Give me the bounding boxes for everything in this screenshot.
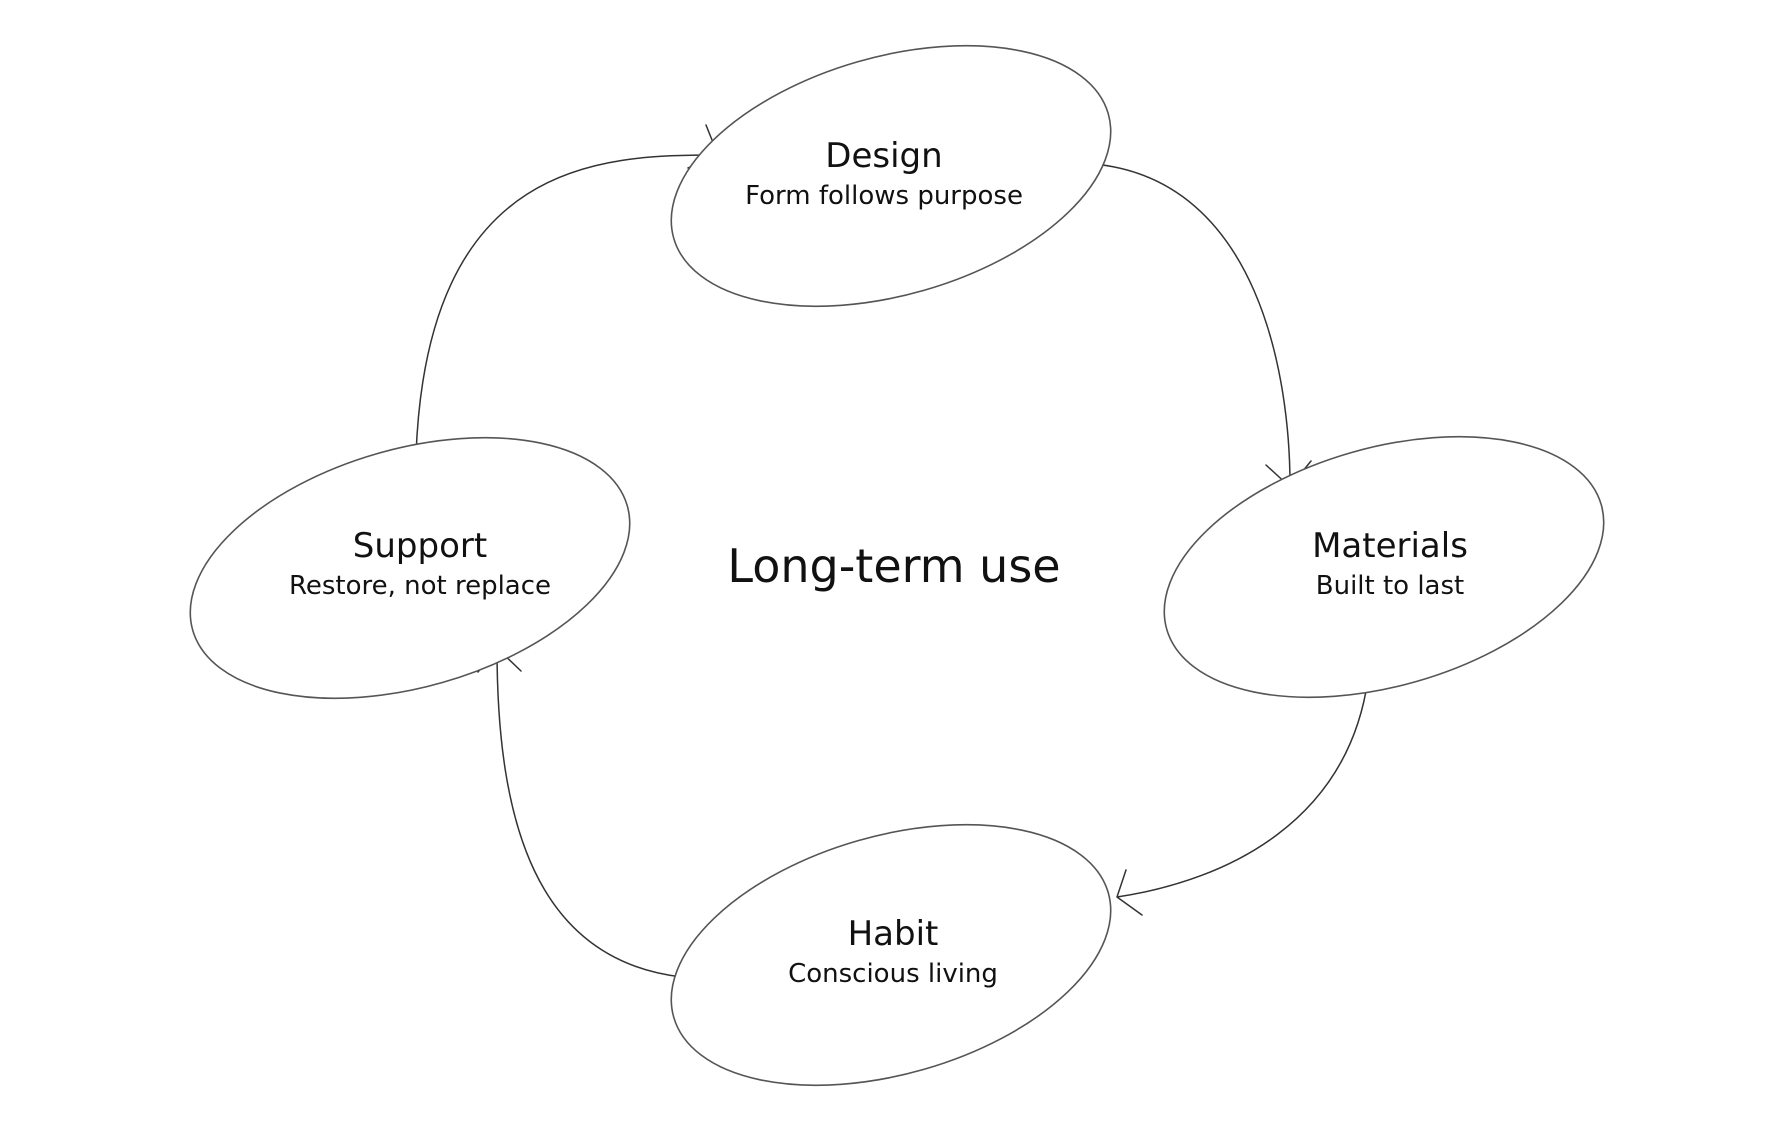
- node-materials-title: Materials: [1312, 526, 1468, 566]
- node-design-subtitle: Form follows purpose: [745, 181, 1023, 211]
- edge-design-to-materials: [1093, 163, 1291, 486]
- edge-support-to-design: [415, 154, 718, 456]
- node-design-title: Design: [825, 136, 942, 176]
- node-support-shape: [189, 436, 631, 700]
- node-materials-shape: [1163, 435, 1605, 699]
- node-habit-subtitle: Conscious living: [788, 959, 998, 989]
- node-materials: Materials Built to last: [1163, 435, 1605, 699]
- node-materials-subtitle: Built to last: [1316, 571, 1464, 601]
- node-habit-title: Habit: [848, 914, 939, 954]
- node-habit: Habit Conscious living: [670, 823, 1112, 1087]
- arrowhead-habit: [1116, 869, 1143, 916]
- node-design-shape: [670, 44, 1112, 308]
- node-design: Design Form follows purpose: [670, 44, 1112, 308]
- edge-materials-to-habit: [1116, 678, 1369, 898]
- node-support-subtitle: Restore, not replace: [289, 571, 551, 601]
- edge-habit-to-support: [496, 647, 683, 978]
- center-label: Long-term use: [727, 539, 1060, 593]
- node-support-title: Support: [353, 526, 487, 566]
- node-support: Support Restore, not replace: [189, 436, 631, 700]
- node-habit-shape: [670, 823, 1112, 1087]
